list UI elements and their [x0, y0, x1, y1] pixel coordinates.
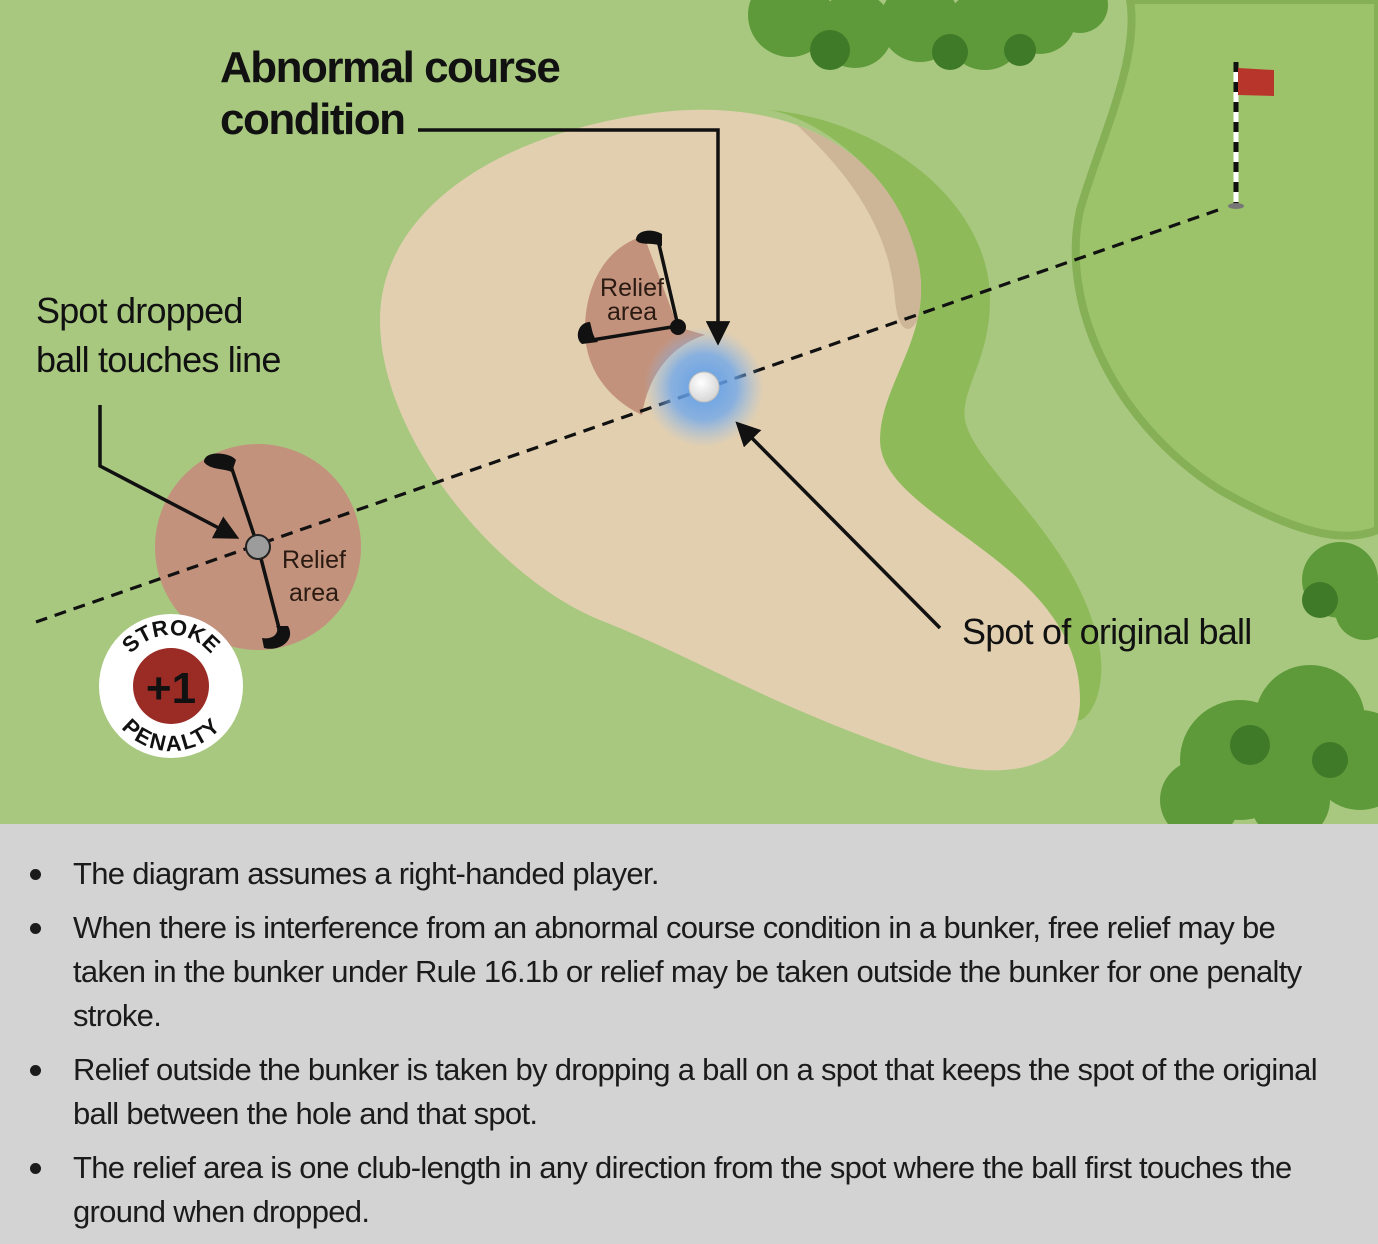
outside-relief-label-line2: area [289, 579, 339, 607]
club-length-marker-bunker [577, 230, 686, 344]
note-item: When there is interference from an abnor… [30, 906, 1318, 1038]
abnormal-condition-callout-arrow [418, 128, 731, 346]
tree-cluster-right [1302, 542, 1378, 640]
badge-value: +1 [146, 664, 196, 713]
club-head-icon [636, 230, 662, 246]
putting-green [1071, 0, 1378, 540]
spot-original-label: Spot of original ball [962, 611, 1251, 652]
dropped-ball-spot-icon [245, 534, 271, 560]
bunker-lip [770, 110, 1102, 721]
spot-dropped-label-line2: ball touches line [36, 339, 281, 380]
abnormal-condition-label-line1: Abnormal course [220, 43, 559, 92]
original-ball-icon [688, 371, 720, 403]
reference-line [35, 208, 1219, 624]
bunker-relief-wedge [585, 236, 705, 415]
notes-panel: The diagram assumes a right-handed playe… [0, 824, 1378, 1244]
note-item: The relief area is one club-length in an… [30, 1146, 1318, 1234]
spot-original-callout-arrow [735, 421, 942, 630]
outside-relief-label-line1: Relief [282, 546, 346, 574]
club-length-marker-outside [204, 453, 291, 649]
flagstick-icon [1228, 62, 1274, 209]
club-head-icon [577, 322, 598, 344]
notes-list: The diagram assumes a right-handed playe… [30, 852, 1318, 1234]
club-head-icon [262, 626, 291, 649]
stroke-penalty-badge: STROKE PENALTY +1 [99, 614, 243, 758]
spot-dropped-callout-arrow [98, 405, 240, 539]
bunker-relief-label-line2: area [607, 298, 657, 326]
abnormal-condition-label-line2: condition [220, 95, 404, 144]
club-head-icon [204, 453, 236, 472]
note-item: Relief outside the bunker is taken by dr… [30, 1048, 1318, 1136]
note-item: The diagram assumes a right-handed playe… [30, 852, 1318, 896]
spot-dropped-label-line1: Spot dropped [36, 290, 243, 331]
tree-cluster-top [748, 0, 1108, 70]
tree-cluster-bottom-right [1160, 665, 1378, 824]
bunker-relief-diagram: STROKE PENALTY +1 Abnormal course condit… [0, 0, 1378, 824]
bunker-relief-label-line1: Relief [600, 274, 664, 302]
